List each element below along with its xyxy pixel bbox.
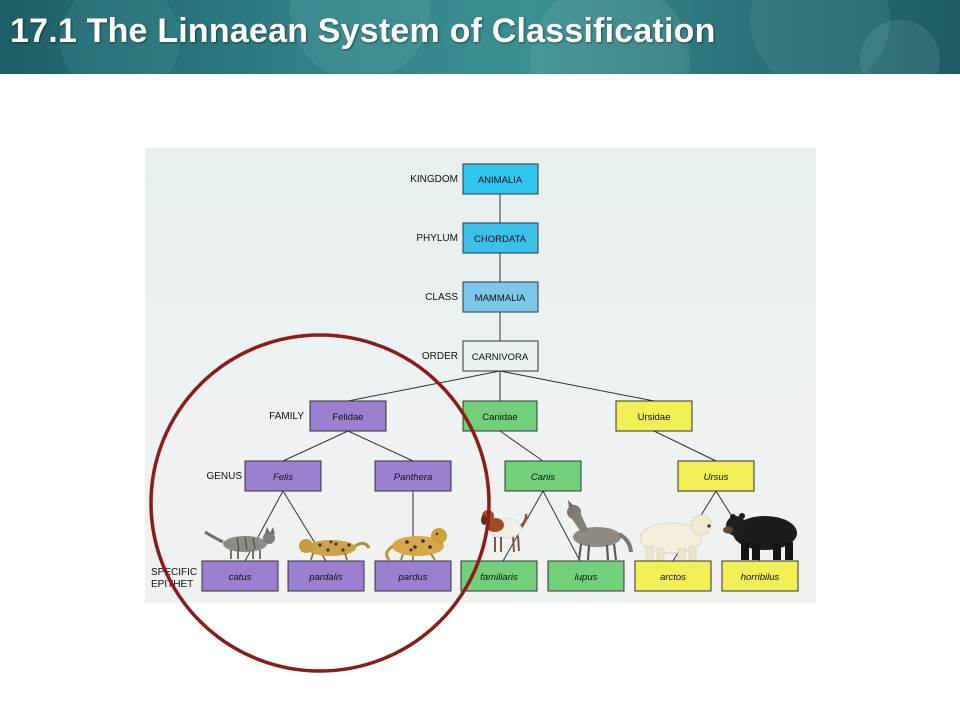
- taxon-box-felis: Felis: [244, 460, 322, 492]
- ocelot-icon: [299, 539, 371, 561]
- taxon-label-arctos: arctos: [660, 572, 686, 583]
- taxon-label-ursidae: Ursidae: [638, 412, 671, 423]
- taxon-label-class: MAMMALIA: [475, 293, 526, 304]
- taxon-label-ursus: Ursus: [704, 472, 729, 483]
- taxon-label-horribilus: horribilus: [741, 572, 780, 583]
- taxon-box-ursidae: Ursidae: [615, 400, 693, 432]
- taxon-box-pardus: pardus: [374, 560, 452, 592]
- taxon-box-horribilus: horribilus: [721, 560, 799, 592]
- black-bear-icon: [723, 513, 797, 560]
- rank-label-epithet-line1: SPECIFIC: [151, 567, 197, 578]
- taxon-box-canis: Canis: [504, 460, 582, 492]
- dog-icon: [481, 510, 528, 553]
- header-banner: 17.1 The Linnaean System of Classificati…: [0, 0, 960, 74]
- taxon-box-lupus: lupus: [547, 560, 625, 592]
- house-cat-icon: [204, 527, 275, 559]
- leopard-icon: [385, 528, 447, 561]
- taxon-label-kingdom: ANIMALIA: [478, 175, 523, 186]
- taxon-label-familiaris: familiaris: [480, 572, 518, 583]
- taxon-label-phylum: CHORDATA: [474, 234, 527, 245]
- rank-label-class: CLASS: [425, 292, 458, 303]
- classification-diagram: KINGDOM PHYLUM CLASS ORDER FAMILY GENUS …: [145, 148, 816, 603]
- banner-texture: [60, 0, 940, 74]
- taxon-box-panthera: Panthera: [374, 460, 452, 492]
- taxon-label-felidae: Felidae: [332, 412, 363, 423]
- taxon-box-arctos: arctos: [634, 560, 712, 592]
- taxon-box-catus: catus: [201, 560, 279, 592]
- rank-label-phylum: PHYLUM: [416, 233, 458, 244]
- taxon-box-canidae: Canidae: [462, 400, 538, 432]
- felidae-highlight-circle: [149, 333, 491, 673]
- rank-label-kingdom: KINGDOM: [410, 174, 458, 185]
- taxon-label-catus: catus: [229, 572, 252, 583]
- taxon-label-panthera: Panthera: [394, 472, 433, 483]
- taxon-box-pardalis: pardalis: [287, 560, 365, 592]
- taxon-box-class: MAMMALIA: [462, 281, 539, 313]
- taxon-label-order: CARNIVORA: [472, 352, 529, 363]
- taxon-label-pardalis: pardalis: [308, 572, 343, 583]
- rank-label-family: FAMILY: [269, 411, 304, 422]
- taxon-label-felis: Felis: [273, 472, 293, 483]
- classification-tree: KINGDOM PHYLUM CLASS ORDER FAMILY GENUS …: [151, 163, 799, 592]
- slide-title: 17.1 The Linnaean System of Classificati…: [10, 12, 716, 50]
- taxon-box-phylum: CHORDATA: [462, 222, 539, 254]
- taxon-label-canidae: Canidae: [482, 412, 517, 423]
- taxon-label-pardus: pardus: [397, 572, 427, 583]
- rank-label-genus: GENUS: [206, 471, 242, 482]
- polar-bear-icon: [639, 514, 712, 562]
- taxon-box-order: CARNIVORA: [462, 340, 539, 372]
- taxon-box-felidae: Felidae: [309, 400, 387, 432]
- taxon-box-ursus: Ursus: [677, 460, 755, 492]
- taxon-label-lupus: lupus: [575, 572, 598, 583]
- taxon-label-canis: Canis: [531, 472, 556, 483]
- wolf-icon: [567, 500, 633, 561]
- rank-label-order: ORDER: [422, 351, 458, 362]
- taxon-box-kingdom: ANIMALIA: [462, 163, 539, 195]
